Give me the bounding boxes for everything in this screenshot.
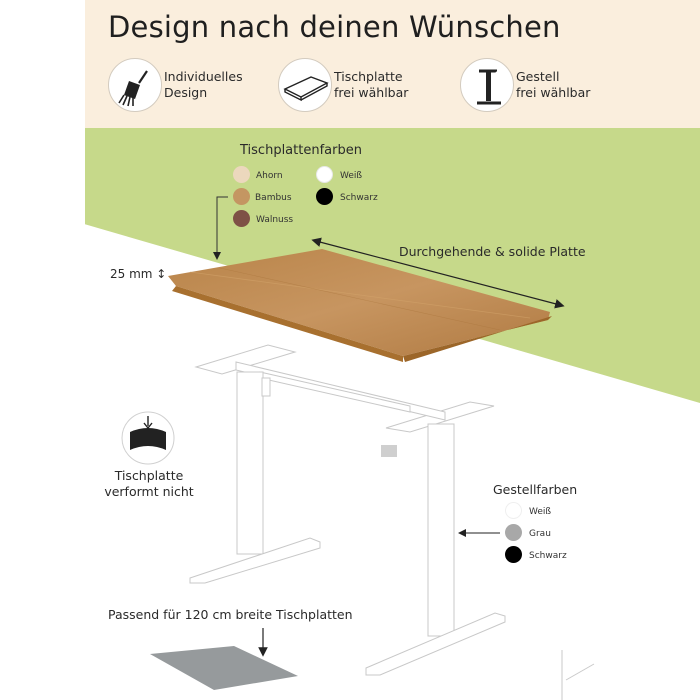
frame-swatch-weiss-label: Weiß <box>529 507 552 517</box>
desk-frame <box>189 344 506 676</box>
no-warp-line1: Tischplatte <box>114 468 184 483</box>
swatch-weiss-label: Weiß <box>340 171 363 181</box>
feature-design-line1: Individuelles <box>164 69 243 84</box>
no-warp-icon <box>121 411 175 465</box>
swatch-schwarz-label: Schwarz <box>340 193 378 203</box>
tabletop-icon <box>278 58 332 112</box>
swatch-bambus-label: Bambus <box>255 193 292 203</box>
frame-swatch-grau[interactable] <box>505 524 522 541</box>
tabletop-colors-heading: Tischplattenfarben <box>240 143 362 158</box>
swatch-walnuss[interactable] <box>233 210 250 227</box>
grey-tabletop <box>150 646 298 690</box>
feature-frame-line2: frei wählbar <box>516 85 591 100</box>
frame-swatch-grau-label: Grau <box>529 529 551 539</box>
width-arrow <box>311 237 565 309</box>
page-title: Design nach deinen Wünschen <box>108 10 561 44</box>
thickness-leader <box>213 196 228 260</box>
frame-colors-heading: Gestellfarben <box>493 482 578 497</box>
feature-tabletop-line1: Tischplatte <box>334 69 403 84</box>
feature-tabletop-line2: frei wählbar <box>334 85 409 100</box>
frame-swatch-weiss[interactable] <box>505 502 522 519</box>
swatch-schwarz[interactable] <box>316 188 333 205</box>
swatch-weiss[interactable] <box>316 166 333 183</box>
solid-plate-label: Durchgehende & solide Platte <box>399 244 586 259</box>
swatch-bambus[interactable] <box>233 188 250 205</box>
tabletop <box>168 249 550 356</box>
frame-swatch-schwarz[interactable] <box>505 546 522 563</box>
frame-icon <box>460 58 514 112</box>
thickness-label: 25 mm <box>110 267 153 281</box>
frame-swatch-schwarz-label: Schwarz <box>529 551 567 561</box>
brush-icon <box>108 58 162 112</box>
thickness-arrow-icon: ↕ <box>156 267 167 281</box>
feature-design-line2: Design <box>164 85 208 100</box>
header-background <box>85 0 700 128</box>
feature-frame-line1: Gestell <box>516 69 560 84</box>
fits-label: Passend für 120 cm breite Tischplatten <box>108 607 353 622</box>
swatch-ahorn-label: Ahorn <box>256 171 283 181</box>
swatch-walnuss-label: Walnuss <box>256 215 294 225</box>
no-warp-line2: verformt nicht <box>104 484 194 499</box>
swatch-ahorn[interactable] <box>233 166 250 183</box>
